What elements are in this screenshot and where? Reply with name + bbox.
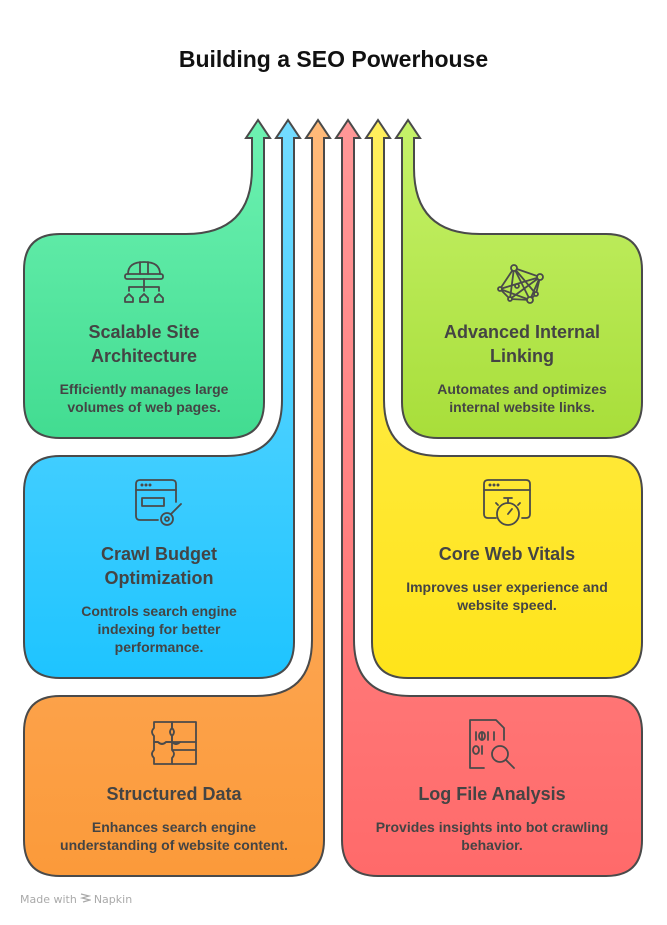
browser-key-icon — [135, 479, 182, 526]
card-log-file: Log File Analysis Provides insights into… — [342, 782, 642, 854]
card-title: Core Web Vitals — [438, 544, 576, 564]
made-with-label: Made with — [20, 893, 77, 906]
puzzle-icon — [151, 721, 197, 765]
card-title: Log File Analysis — [418, 784, 566, 804]
card-shape-core-web-vitals — [364, 118, 643, 679]
card-core-web-vitals: Core Web Vitals Improves user experience… — [372, 542, 642, 614]
card-shape-structured-data — [23, 118, 332, 877]
footer-attribution: Made with Napkin — [20, 893, 132, 906]
network-mesh-icon — [497, 264, 544, 304]
browser-stopwatch-icon — [483, 479, 531, 526]
card-shape-log-file — [334, 118, 643, 877]
hierarchy-helmet-icon — [124, 261, 164, 303]
binary-file-search-icon — [469, 719, 515, 769]
card-title: Structured Data — [106, 784, 242, 804]
card-shape-crawl-budget — [23, 118, 302, 679]
brand-name: Napkin — [93, 893, 133, 906]
diagram-title: Building a SEO Powerhouse — [178, 46, 489, 72]
napkin-logo-icon — [79, 893, 93, 906]
